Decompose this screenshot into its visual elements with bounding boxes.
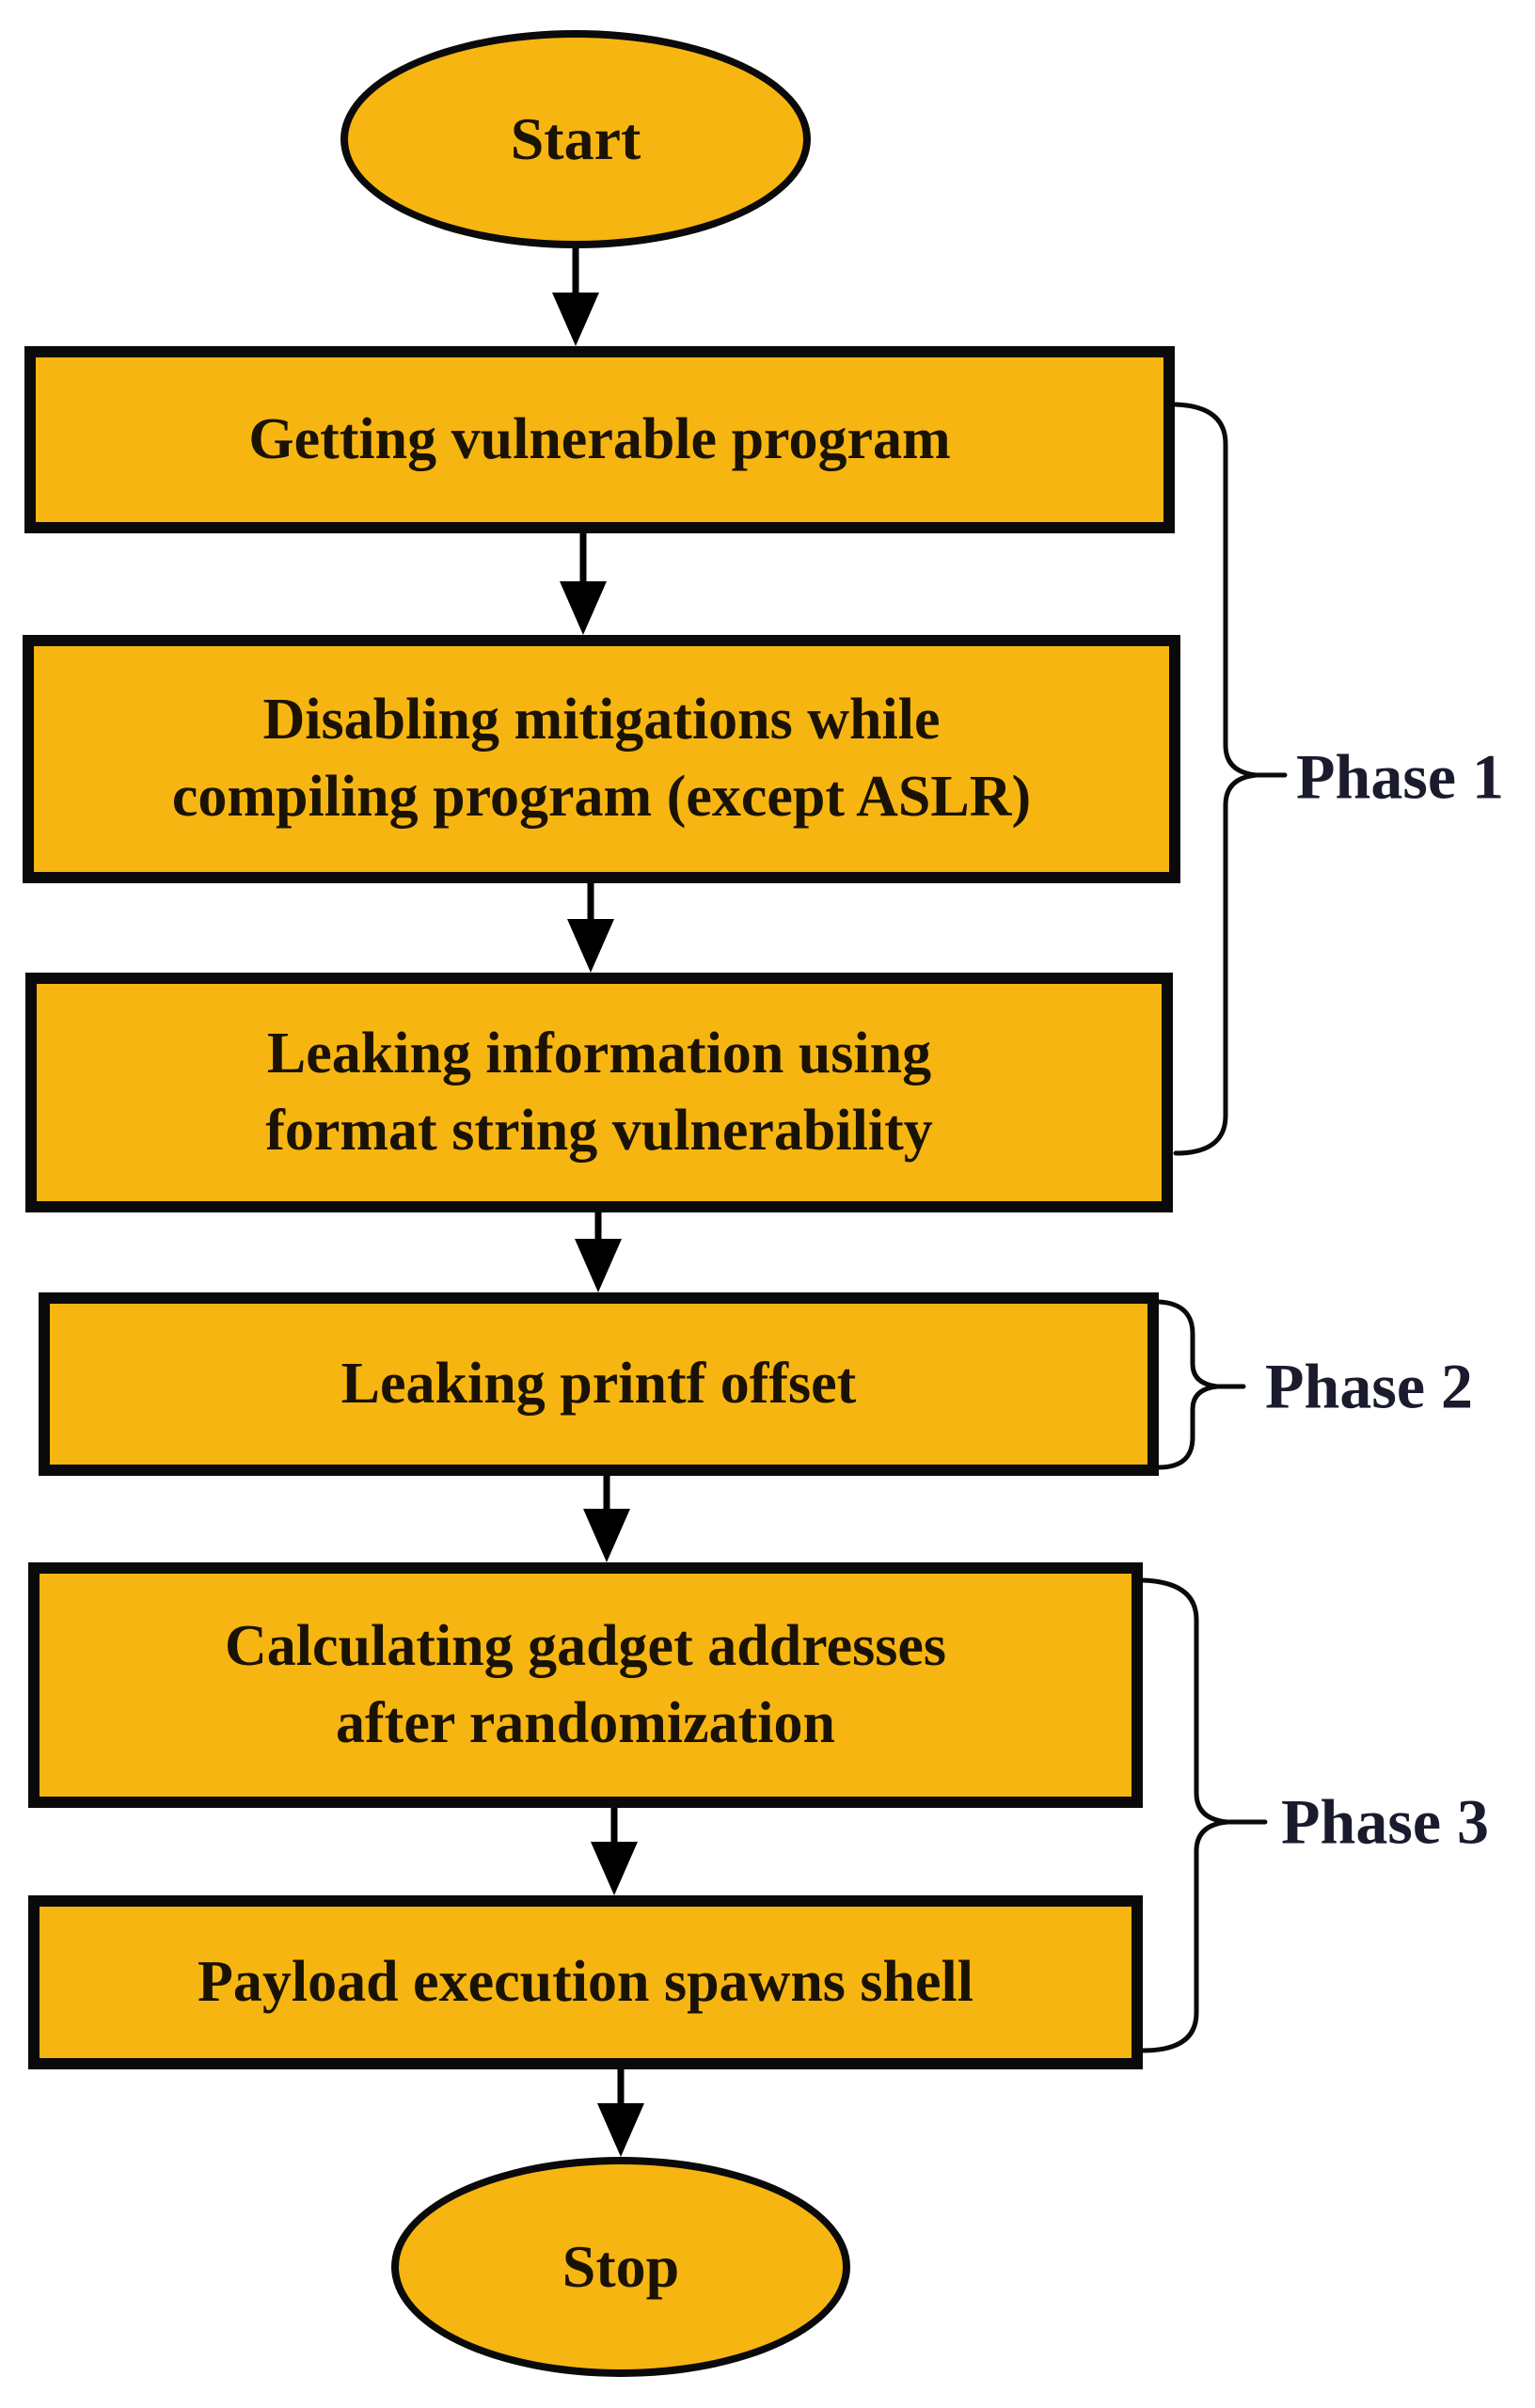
step-label-line: Leaking information using — [266, 1021, 932, 1085]
stop-label: Stop — [562, 2233, 680, 2300]
step-label-line: Getting vulnerable program — [248, 406, 951, 471]
start-terminator: Start — [340, 30, 811, 248]
phase-1-label: Phase 1 — [1296, 740, 1504, 813]
step-label-line: Payload execution spawns shell — [197, 1949, 974, 2014]
step-label-line: compiling program (except ASLR) — [171, 765, 1032, 829]
flow-arrow-step1-to-step2 — [560, 533, 607, 635]
step-label-line: Disabling mitigations while — [262, 688, 941, 752]
stop-terminator: Stop — [391, 2157, 850, 2377]
step-getting-vulnerable-program: Getting vulnerable program — [24, 346, 1175, 533]
phase-2-brace — [1156, 1299, 1246, 1470]
phase-1-brace — [1173, 402, 1288, 1156]
start-label: Start — [510, 105, 641, 172]
flow-arrow-step6-to-stop — [597, 2069, 644, 2157]
flow-arrow-step5-to-step6 — [591, 1808, 638, 1895]
step-calculating-gadget-addresses: Calculating gadget addresses after rando… — [28, 1562, 1143, 1808]
phase-3-label: Phase 3 — [1281, 1785, 1489, 1858]
step-disabling-mitigations: Disabling mitigations while compiling pr… — [23, 635, 1180, 883]
step-label-line: Leaking printf offset — [340, 1351, 857, 1416]
phase-3-brace — [1140, 1577, 1268, 2053]
phase-2-label: Phase 2 — [1265, 1350, 1473, 1422]
flow-arrow-step4-to-step5 — [583, 1476, 630, 1562]
step-payload-execution: Payload execution spawns shell — [28, 1895, 1143, 2069]
flow-arrow-step3-to-step4 — [575, 1212, 622, 1292]
step-leaking-information: Leaking information using format string … — [25, 973, 1173, 1212]
flow-arrow-step2-to-step3 — [567, 883, 614, 973]
flow-arrow-start-to-step1 — [552, 248, 599, 346]
step-label-line: Calculating gadget addresses — [224, 1613, 946, 1678]
step-leaking-printf-offset: Leaking printf offset — [39, 1292, 1159, 1476]
step-label-line: format string vulnerability — [265, 1098, 933, 1163]
step-label-line: after randomization — [336, 1690, 835, 1755]
